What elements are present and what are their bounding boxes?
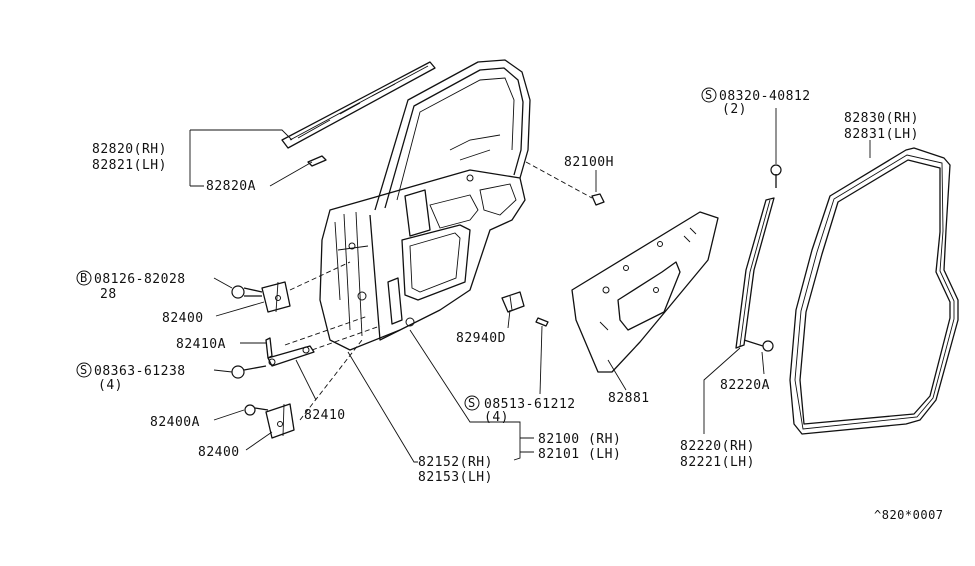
- weatherstrip-part: [789, 147, 959, 435]
- upper-hinge-part: [231, 281, 291, 313]
- label-08126-qty: 28: [100, 287, 117, 302]
- screw-symbol-s-08320: S: [701, 87, 717, 103]
- screw-symbol-s-08363: S: [76, 362, 92, 378]
- svg-text:B: B: [80, 271, 88, 285]
- label-82220: 82220(RH): [680, 439, 755, 454]
- sash-moulding-part: [281, 61, 436, 167]
- sealing-screen-part: [571, 211, 719, 373]
- label-08363: 08363-61238: [94, 364, 186, 379]
- label-08320-qty: (2): [722, 102, 747, 117]
- label-82221: 82221(LH): [680, 455, 755, 470]
- label-82400-top: 82400: [162, 311, 204, 326]
- label-08363-qty: (4): [98, 378, 123, 393]
- label-82821: 82821(LH): [92, 158, 167, 173]
- partition-sash-part: [735, 164, 782, 352]
- lower-hinge-part: [244, 403, 295, 439]
- label-82831: 82831(LH): [844, 127, 919, 142]
- clip-82100h-part: [591, 193, 605, 206]
- label-08320: 08320-40812: [719, 89, 811, 104]
- label-82100h: 82100H: [564, 155, 614, 170]
- label-82100: 82100 (RH): [538, 432, 621, 447]
- label-82940d: 82940D: [456, 331, 506, 346]
- svg-text:S: S: [80, 363, 88, 377]
- label-82152: 82152(RH): [418, 455, 493, 470]
- label-82820a: 82820A: [206, 179, 256, 194]
- leader-lines: [189, 108, 871, 463]
- label-82101: 82101 (LH): [538, 447, 621, 462]
- label-82153: 82153(LH): [418, 470, 493, 485]
- label-82881: 82881: [608, 391, 650, 406]
- svg-text:S: S: [705, 88, 713, 102]
- label-82400a: 82400A: [150, 415, 200, 430]
- check-link-part: [231, 337, 315, 379]
- label-82400-bot: 82400: [198, 445, 240, 460]
- label-08513-qty: (4): [484, 410, 509, 425]
- door-shell-part: [319, 59, 531, 351]
- label-82820: 82820(RH): [92, 142, 167, 157]
- footer-code: ^820*0007: [874, 508, 944, 522]
- label-82830: 82830(RH): [844, 111, 919, 126]
- bracket-82940d-part: [501, 291, 549, 327]
- screw-symbol-s-08513: S: [464, 395, 480, 411]
- svg-text:S: S: [468, 396, 476, 410]
- label-82410: 82410: [304, 408, 346, 423]
- bolt-symbol-b: B: [76, 270, 92, 286]
- label-82410a: 82410A: [176, 337, 226, 352]
- label-08126: 08126-82028: [94, 272, 186, 287]
- label-82220a: 82220A: [720, 378, 770, 393]
- label-08513: 08513-61212: [484, 397, 576, 412]
